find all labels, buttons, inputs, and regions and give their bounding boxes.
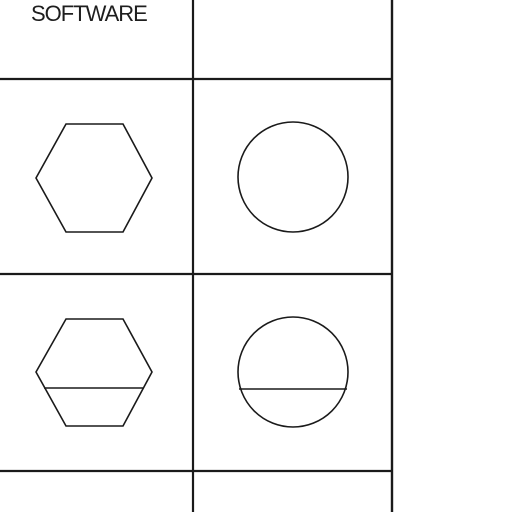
circle-half-line-icon xyxy=(237,316,349,428)
hexagon-icon xyxy=(35,123,153,233)
circle-icon xyxy=(237,121,349,233)
column-header-software: SOFTWARE xyxy=(31,1,148,26)
hexagon-half-line-icon xyxy=(35,318,153,427)
